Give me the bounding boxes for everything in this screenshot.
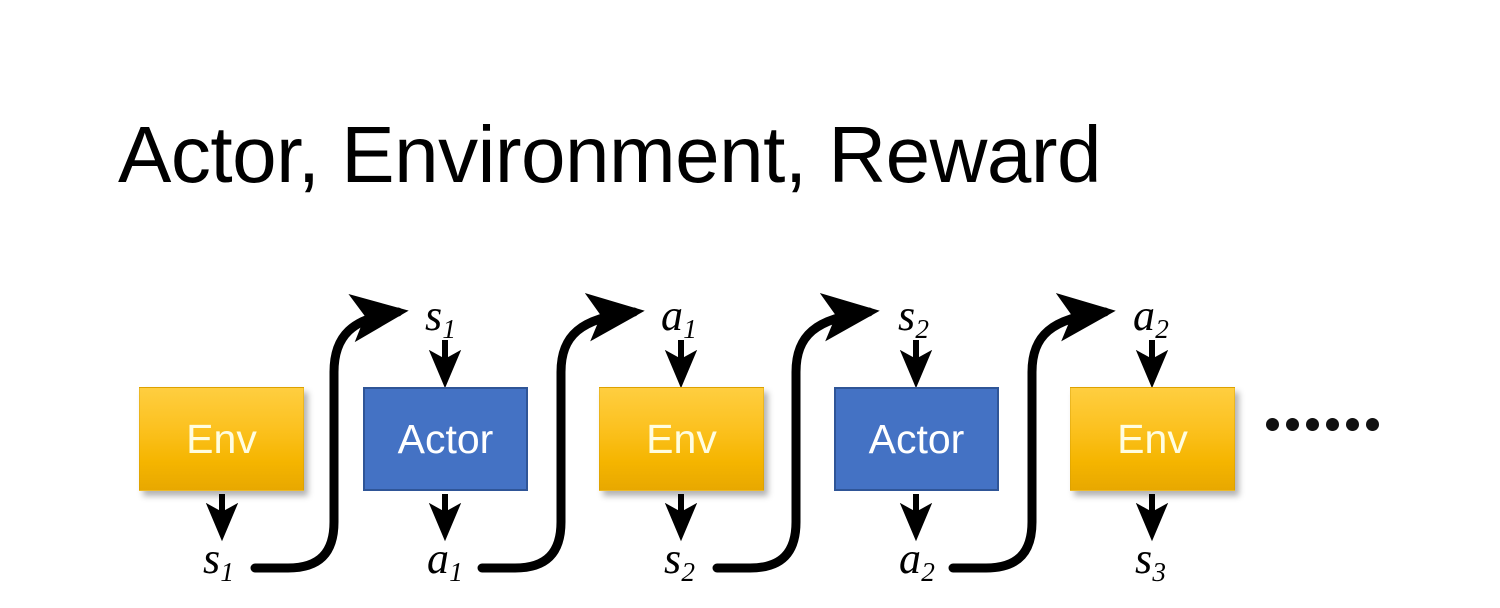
symbol: a	[427, 534, 449, 583]
symbol: s	[898, 291, 916, 340]
subscript: 2	[915, 314, 930, 345]
subscript: 3	[1152, 557, 1167, 588]
state-label-s1-top: s1	[425, 291, 456, 343]
subscript: 1	[683, 314, 697, 345]
symbol: a	[661, 291, 683, 340]
ellipsis-dot	[1366, 418, 1379, 431]
vertical-in-arrows	[428, 340, 1169, 389]
symbol: s	[664, 534, 682, 583]
ellipsis-dot	[1266, 418, 1279, 431]
state-label-s2-top: s2	[898, 291, 929, 343]
node-label: Actor	[868, 415, 965, 462]
state-label-s2-bottom: s2	[664, 534, 695, 586]
scurve-a1-actor1-to-env2	[477, 293, 645, 573]
symbol: a	[899, 534, 921, 583]
node-env-3[interactable]: Env	[1070, 387, 1235, 491]
node-label: Env	[186, 415, 257, 462]
scurve-s1-env1-to-actor1	[250, 293, 409, 573]
ellipsis-dot	[1306, 418, 1319, 431]
subscript: 1	[220, 557, 235, 588]
node-env-2[interactable]: Env	[599, 387, 764, 491]
state-label-s3-bottom: s3	[1135, 534, 1166, 586]
ellipsis-dot	[1286, 418, 1299, 431]
ellipsis-dot	[1326, 418, 1339, 431]
node-label: Actor	[397, 415, 494, 462]
node-actor-1[interactable]: Actor	[363, 387, 528, 491]
subscript: 2	[681, 557, 696, 588]
symbol: s	[1135, 534, 1153, 583]
symbol: a	[1133, 291, 1155, 340]
node-label: Env	[1117, 415, 1188, 462]
scurve-connectors	[250, 293, 1116, 573]
ellipsis-dot	[1346, 418, 1359, 431]
action-label-a1-top: a1	[661, 291, 697, 343]
action-label-a1-bottom: a1	[427, 534, 463, 586]
scurve-a2-actor2-to-env3	[948, 293, 1116, 573]
symbol: s	[425, 291, 443, 340]
page-title: Actor, Environment, Reward	[118, 110, 1101, 199]
subscript: 2	[921, 557, 935, 588]
vertical-out-arrows	[205, 494, 1169, 542]
subscript: 1	[442, 314, 457, 345]
node-actor-2[interactable]: Actor	[834, 387, 999, 491]
node-env-1[interactable]: Env	[139, 387, 304, 491]
symbol: s	[203, 534, 221, 583]
scurve-s2-env2-to-actor2	[712, 293, 880, 573]
ellipsis-dots	[1266, 418, 1379, 431]
node-label: Env	[646, 415, 717, 462]
subscript: 1	[449, 557, 463, 588]
action-label-a2-bottom: a2	[899, 534, 935, 586]
subscript: 2	[1155, 314, 1169, 345]
state-label-s1-bottom: s1	[203, 534, 234, 586]
action-label-a2-top: a2	[1133, 291, 1169, 343]
